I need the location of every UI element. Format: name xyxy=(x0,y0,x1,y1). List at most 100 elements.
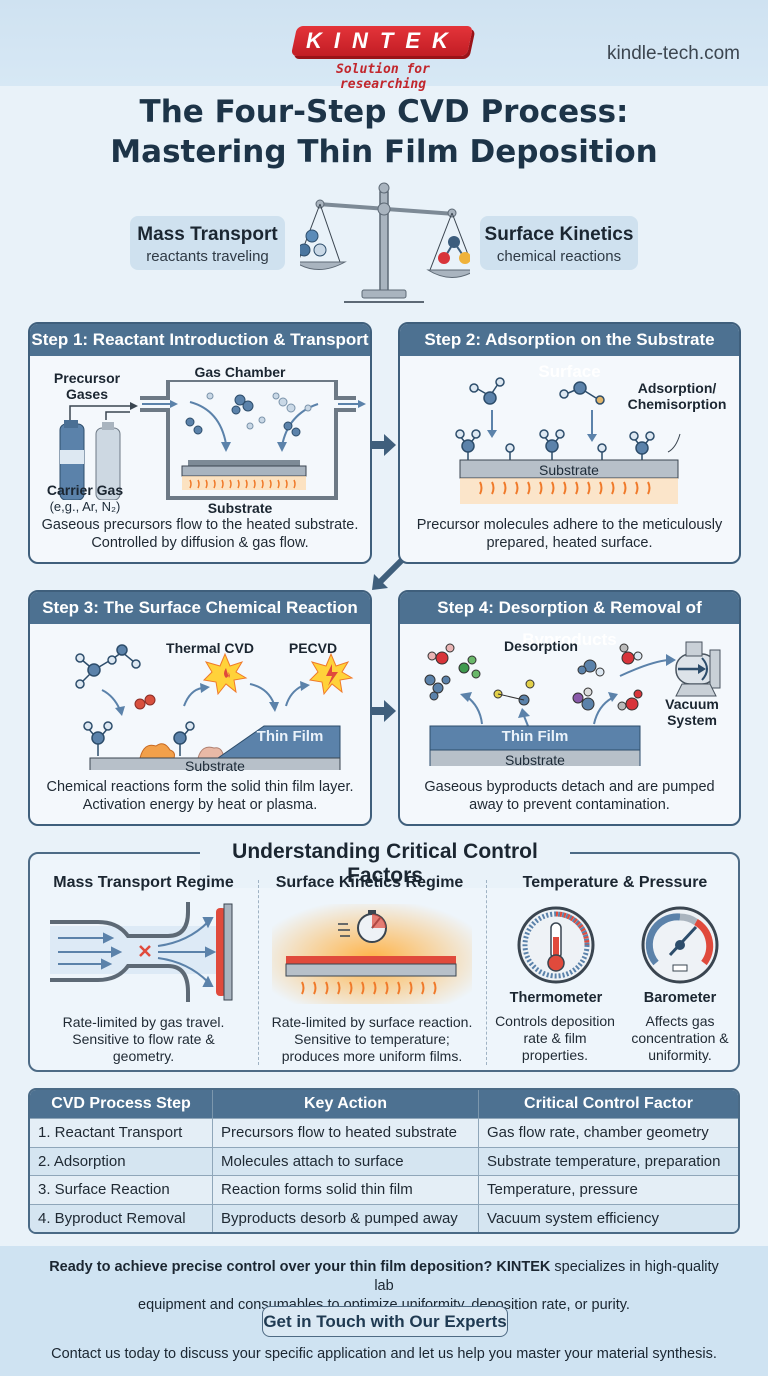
logo-text: KINTEK xyxy=(306,28,460,53)
label-line: System xyxy=(667,712,717,728)
table-cell: Gas flow rate, chamber geometry xyxy=(479,1118,738,1147)
table-cell: 1. Reactant Transport xyxy=(30,1118,213,1147)
footer-pitch: Ready to achieve precise control over yo… xyxy=(40,1258,728,1315)
website-link[interactable]: kindle-tech.com xyxy=(606,43,740,64)
substrate-label: Substrate xyxy=(539,462,599,478)
arrow-right-icon xyxy=(372,700,396,722)
column-header: Key Action xyxy=(213,1090,479,1118)
pitch-lead: Ready to achieve precise control over yo… xyxy=(49,1259,493,1275)
kintek-logo[interactable]: KINTEK xyxy=(290,26,476,58)
text-line: uniformity. xyxy=(648,1047,712,1063)
surface-kinetics-description: Rate-limited by surface reaction.Sensiti… xyxy=(262,1014,482,1065)
table-cell: 3. Surface Reaction xyxy=(30,1175,213,1204)
carrier-gas-example: (e,g., Ar, N₂) xyxy=(49,499,121,514)
pitch-rest: specializes in high-quality lab xyxy=(374,1259,719,1294)
step-3-title: Step 3: The Surface Chemical Reaction xyxy=(30,592,370,624)
text-line: geometry. xyxy=(112,1048,175,1064)
gas-chamber-illustration xyxy=(59,380,366,500)
desorption-illustration xyxy=(424,641,721,766)
desorption-label: Desorption xyxy=(504,638,578,654)
step-4-caption: Gaseous byproducts detach and are pumped… xyxy=(400,778,739,814)
text-line: concentration & xyxy=(631,1030,729,1046)
step-2-caption: Precursor molecules adhere to the meticu… xyxy=(400,516,739,552)
text-line: produces more uniform films. xyxy=(281,1048,463,1064)
table-cell: 2. Adsorption xyxy=(30,1146,213,1175)
barometer-label: Barometer xyxy=(643,990,717,1006)
arrow-down-left-icon xyxy=(372,557,405,590)
thermal-cvd-label: Thermal CVD xyxy=(166,640,254,656)
logo-tagline: Solution for researching xyxy=(336,62,430,92)
caption-line: prepared, heated surface. xyxy=(486,535,653,551)
text-line: Sensitive to temperature; xyxy=(294,1031,450,1047)
caption-line: Gaseous byproducts detach and are pumped xyxy=(424,779,715,795)
page-title: The Four-Step CVD Process: Mastering Thi… xyxy=(0,92,768,172)
step-1-card: Step 1: Reactant Introduction & Transpor… xyxy=(28,322,372,564)
balance-scale-icon xyxy=(300,182,470,303)
column-divider xyxy=(258,880,259,1065)
text-line: Sensitive to flow rate & xyxy=(72,1031,215,1047)
contact-experts-button[interactable]: Get in Touch with Our Experts xyxy=(262,1306,508,1337)
column-header: CVD Process Step xyxy=(30,1090,213,1118)
substrate-label: Substrate xyxy=(505,752,565,768)
thermometer-icon xyxy=(517,906,595,984)
caption-line: Chemical reactions form the solid thin f… xyxy=(46,779,354,795)
table-cell: Substrate temperature, preparation xyxy=(479,1146,738,1175)
surface-kinetics-regime-heading: Surface Kinetics Regime xyxy=(275,874,464,891)
title-line-2: Mastering Thin Film Deposition xyxy=(110,134,658,170)
caption-line: Gaseous precursors flow to the heated su… xyxy=(41,517,359,533)
footer-closing: Contact us today to discuss your specifi… xyxy=(51,1346,717,1362)
gas-chamber-label: Gas Chamber xyxy=(194,364,286,380)
caption-line: Activation energy by heat or plasma. xyxy=(82,797,318,813)
carrier-gas-label: Carrier Gas xyxy=(46,482,124,498)
substrate-label: Substrate xyxy=(207,500,273,516)
text-line: Affects gas xyxy=(645,1013,715,1029)
mass-transport-description: Rate-limited by gas travel.Sensitive to … xyxy=(36,1014,251,1065)
caption-line: away to prevent contamination. xyxy=(469,797,670,813)
mass-transport-regime-heading: Mass Transport Regime xyxy=(53,874,234,891)
title-line-1: The Four-Step CVD Process: xyxy=(139,94,629,130)
table-cell: 4. Byproduct Removal xyxy=(30,1203,213,1232)
thermometer-label: Thermometer xyxy=(509,990,603,1006)
pill-heading: Surface Kinetics xyxy=(484,224,634,245)
pitch-brand: KINTEK xyxy=(496,1259,551,1275)
thin-film-label: Thin Film xyxy=(256,728,324,745)
label-line: Chemisorption xyxy=(627,396,727,412)
adsorption-illustration xyxy=(455,377,681,504)
surface-kinetics-heat-icon xyxy=(272,904,472,1004)
table-cell: Molecules attach to surface xyxy=(213,1146,479,1175)
adsorption-label: Adsorption/Chemisorption xyxy=(622,380,732,412)
step-3-card: Step 3: The Surface Chemical Reaction Th… xyxy=(28,590,372,826)
pitch-line-2: equipment and consumables to optimize un… xyxy=(138,1297,630,1313)
table-cell: Vacuum system efficiency xyxy=(479,1203,738,1232)
mass-transport-flow-icon xyxy=(50,902,233,1002)
table-cell: Byproducts desorb & pumped away xyxy=(213,1203,479,1232)
pecvd-label: PECVD xyxy=(288,640,338,656)
step-3-caption: Chemical reactions form the solid thin f… xyxy=(30,778,370,814)
caption-line: Controlled by diffusion & gas flow. xyxy=(91,535,309,551)
control-factors-title: Understanding Critical Control Factors xyxy=(200,840,570,888)
table-cell: Precursors flow to heated substrate xyxy=(213,1118,479,1147)
precursor-gases-label: Precursor Gases xyxy=(53,370,121,402)
temp-pressure-heading: Temperature & Pressure xyxy=(522,874,708,891)
substrate-label: Substrate xyxy=(185,758,245,774)
table-cell: Temperature, pressure xyxy=(479,1175,738,1204)
surface-kinetics-pill: Surface Kinetics chemical reactions xyxy=(480,216,638,270)
text-line: Rate-limited by surface reaction. xyxy=(271,1014,473,1030)
step-2-title: Step 2: Adsorption on the Substrate Surf… xyxy=(400,324,739,381)
table-header-row: CVD Process Step Key Action Critical Con… xyxy=(30,1090,738,1118)
pill-sub: chemical reactions xyxy=(496,248,622,265)
text-line: Rate-limited by gas travel. xyxy=(62,1014,225,1030)
text-line: Controls deposition xyxy=(495,1013,615,1029)
step-4-card: Step 4: Desorption & Removal of Byproduc… xyxy=(398,590,741,826)
thin-film-label: Thin Film xyxy=(501,728,569,745)
step-1-title: Step 1: Reactant Introduction & Transpor… xyxy=(30,324,370,356)
text-line: rate & film xyxy=(523,1030,587,1046)
step-1-caption: Gaseous precursors flow to the heated su… xyxy=(30,516,370,552)
